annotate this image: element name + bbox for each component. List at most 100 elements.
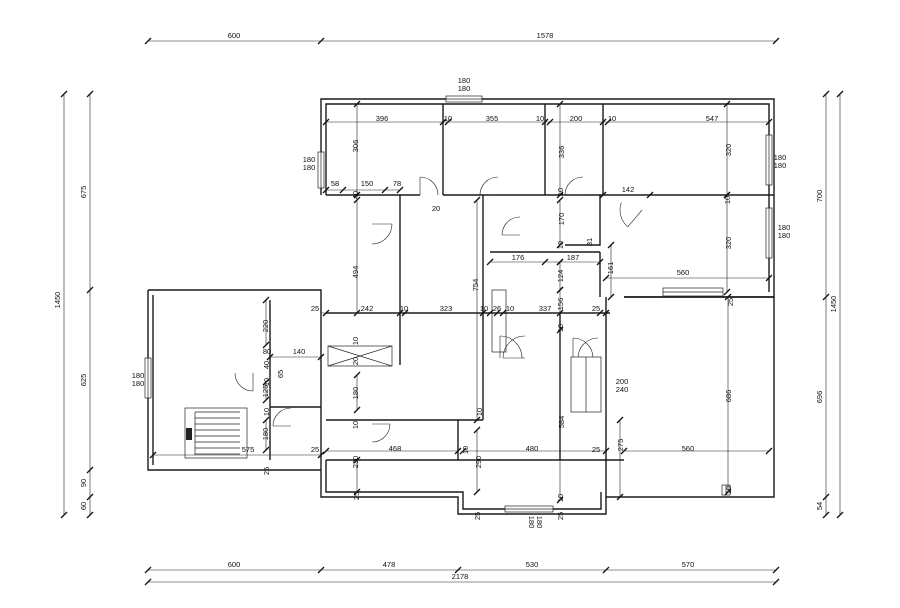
bottom-dim-478: 478 xyxy=(383,560,396,569)
dimension-tick xyxy=(556,496,564,504)
dimension-tick xyxy=(772,37,780,45)
door-bath-1-swing xyxy=(499,335,523,359)
door-left-lower-swing xyxy=(272,407,292,427)
dim-754: 754 xyxy=(471,279,480,292)
dim-10q: 10 xyxy=(724,486,733,494)
dim-10c: 10 xyxy=(608,114,616,123)
dimension-tick xyxy=(473,196,481,204)
dimension-tick xyxy=(541,258,549,266)
dim-180b: 180 xyxy=(351,387,360,400)
dim-80: 80 xyxy=(263,347,271,356)
dimension-tick xyxy=(339,186,347,194)
dimension-tick xyxy=(353,488,361,496)
shaft xyxy=(327,345,393,367)
dimension-tick xyxy=(556,258,564,266)
dim-10f: 10 xyxy=(556,241,565,249)
dimension-tick xyxy=(473,426,481,434)
dim-26: 26 xyxy=(493,304,501,313)
stair-landing-mark xyxy=(186,428,192,440)
door-bath-2-swing xyxy=(502,335,526,359)
dimension-tick xyxy=(381,186,389,194)
dim-494: 494 xyxy=(351,266,360,279)
dim-320b: 320 xyxy=(724,237,733,250)
dim-306: 306 xyxy=(351,140,360,153)
bottom-dim-570: 570 xyxy=(682,560,695,569)
door-bath-4-swing xyxy=(577,337,599,359)
dim-547: 547 xyxy=(706,114,719,123)
dimension-tick xyxy=(262,341,270,349)
dimension-tick xyxy=(86,286,94,294)
dim-31: 31 xyxy=(585,238,594,246)
dimension-tick xyxy=(836,511,844,519)
shaft-cross xyxy=(327,345,393,367)
dim-140: 140 xyxy=(293,347,306,356)
door-corridor xyxy=(627,209,643,228)
dimension-tick xyxy=(772,566,780,574)
dimension-tick xyxy=(262,446,270,454)
dimension-tick xyxy=(459,447,467,455)
dim-150: 150 xyxy=(361,179,374,188)
dimension-tick xyxy=(616,493,624,501)
dim-480: 480 xyxy=(526,444,539,453)
dim-20b: 20 xyxy=(351,357,360,365)
dim-25h: 25 xyxy=(473,512,482,520)
dimension-tick xyxy=(604,118,612,126)
dim-560b: 560 xyxy=(682,444,695,453)
dim-200: 200 xyxy=(570,114,583,123)
dim-25i: 25 xyxy=(556,512,565,520)
dimension-tick xyxy=(473,488,481,496)
dimension-tick xyxy=(144,578,152,586)
dimension-tick xyxy=(322,118,330,126)
dim-242: 242 xyxy=(361,304,374,313)
dimension-tick xyxy=(149,451,157,459)
dim-65: 65 xyxy=(276,370,285,378)
dimension-tick xyxy=(322,309,330,317)
dim-10g: 10 xyxy=(556,324,565,332)
dim-176: 176 xyxy=(512,253,525,262)
bottom-dim-600: 600 xyxy=(228,560,241,569)
dimension-tick xyxy=(607,241,615,249)
outer-wall-left-top xyxy=(148,289,322,300)
dimension-tick xyxy=(353,191,361,199)
door-hall-swing xyxy=(501,216,521,236)
dim-468: 468 xyxy=(389,444,402,453)
dimension-tick xyxy=(724,293,732,301)
dimension-tick xyxy=(353,456,361,464)
dimension-tick xyxy=(499,309,507,317)
dimension-tick xyxy=(473,416,481,424)
dim-10d: 10 xyxy=(556,188,565,196)
dimension-tick xyxy=(262,416,270,424)
dimension-tick xyxy=(317,353,325,361)
door-room-3-swing xyxy=(564,176,584,196)
dimension-tick xyxy=(599,191,607,199)
dimension-tick xyxy=(396,186,404,194)
dimension-tick xyxy=(322,186,330,194)
dim-10a: 10 xyxy=(444,114,452,123)
dimension-tick xyxy=(556,100,564,108)
dimension-tick xyxy=(486,309,494,317)
dimension-tick xyxy=(616,416,624,424)
bottom-dim-530: 530 xyxy=(526,560,539,569)
dimension-tick xyxy=(454,566,462,574)
dimension-tick xyxy=(599,118,607,126)
dim-156: 156 xyxy=(556,298,565,311)
dim-40b: 40 xyxy=(262,361,271,369)
dimension-tick xyxy=(86,466,94,474)
dimension-tick xyxy=(86,90,94,98)
dimension-tick xyxy=(262,296,270,304)
dim-180a: 180 xyxy=(261,428,270,441)
dimension-tick xyxy=(602,447,610,455)
dim-355: 355 xyxy=(486,114,499,123)
dimension-tick xyxy=(353,100,361,108)
dimension-tick xyxy=(556,286,564,294)
dimension-tick xyxy=(556,196,564,204)
dim-323: 323 xyxy=(440,304,453,313)
dim-10i: 10 xyxy=(480,304,488,313)
left-dim-625: 625 xyxy=(79,374,88,387)
dimension-tick xyxy=(541,118,549,126)
dimension-tick xyxy=(602,566,610,574)
dimension-tick xyxy=(322,447,330,455)
dimension-tick xyxy=(60,90,68,98)
